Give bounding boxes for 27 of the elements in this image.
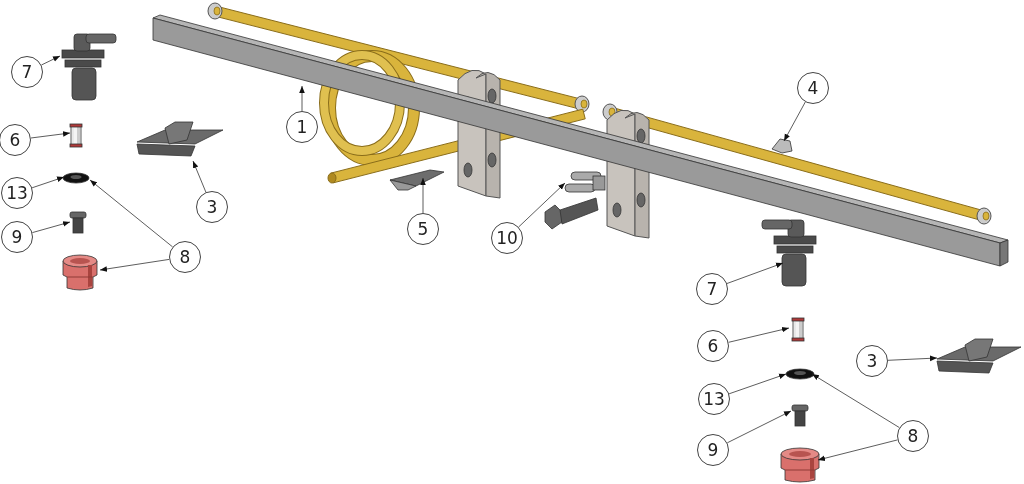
washer (62, 172, 90, 185)
strainer (68, 123, 84, 149)
callout-number: 9 (1, 221, 33, 253)
callout-number: 3 (196, 191, 228, 223)
nozzle-tip (68, 211, 88, 235)
callout-number: 8 (897, 420, 929, 452)
callout-number: 13 (1, 177, 33, 209)
callout-number: 6 (697, 330, 729, 362)
callout-number: 6 (0, 124, 31, 156)
tube-clamp (386, 166, 446, 192)
callout-number: 7 (11, 56, 43, 88)
callout-number: 10 (491, 222, 523, 254)
nozzle-tip (790, 404, 810, 428)
nozzle-cap (778, 446, 822, 483)
callout-number: 8 (169, 241, 201, 273)
callout-number: 9 (697, 434, 729, 466)
callout-number: 3 (856, 345, 888, 377)
strainer (790, 317, 806, 343)
nozzle-cap (60, 253, 100, 291)
washer (785, 368, 815, 381)
callout-number: 4 (797, 72, 829, 104)
callout-number: 1 (286, 111, 318, 143)
tee-fitting (770, 137, 794, 155)
callout-number: 7 (696, 273, 728, 305)
callout-number: 13 (698, 383, 730, 415)
callout-number: 5 (407, 213, 439, 245)
square-bar (150, 14, 1012, 270)
